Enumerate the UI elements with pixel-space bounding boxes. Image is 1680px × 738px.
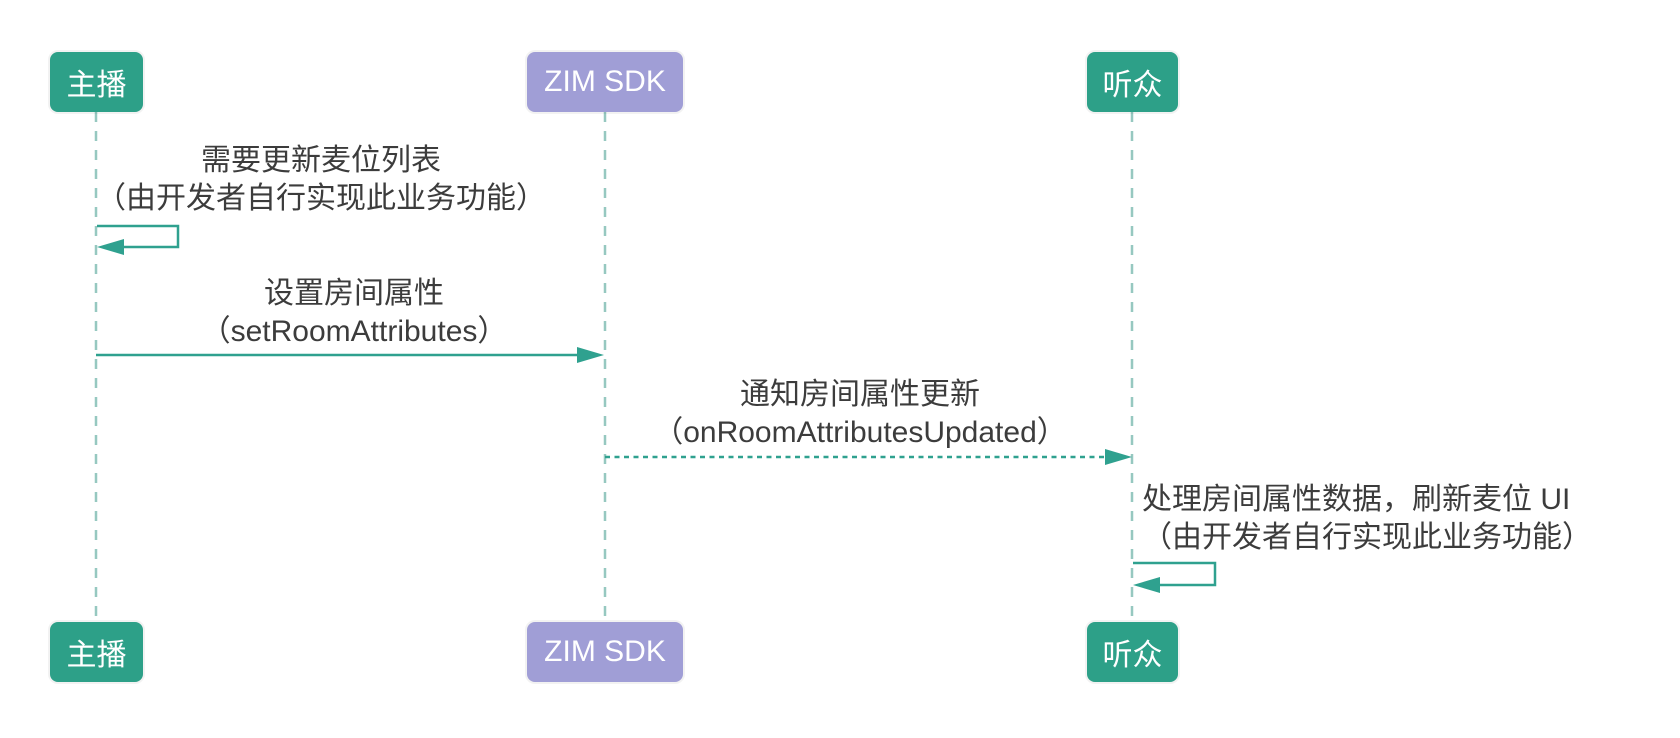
message-line: 通知房间属性更新 [740,378,980,411]
actor-box-audience-bottom: 听众 [1087,622,1178,682]
self-message-arrow-audience [1133,561,1217,593]
actor-label-zim-sdk: ZIM SDK [544,65,666,98]
arrowhead-right-icon [1105,449,1132,465]
solid-message-arrow [96,347,604,363]
message-label-update-seat-list: 需要更新麦位列表 （由开发者自行实现此业务功能） [41,142,601,218]
message-line: 设置房间属性 [264,277,444,310]
actor-label-audience: 听众 [1102,639,1163,672]
actor-box-host-bottom: 主播 [50,622,143,682]
message-line: （onRoomAttributesUpdated） [653,416,1067,449]
actor-box-zim-sdk-top: ZIM SDK [527,52,683,112]
message-line: （setRoomAttributes） [200,315,508,348]
actor-label-zim-sdk: ZIM SDK [544,635,666,668]
message-line: 处理房间属性数据，刷新麦位 UI [1142,483,1571,516]
actor-box-zim-sdk-bottom: ZIM SDK [527,622,683,682]
self-message-arrow-host [97,224,180,255]
actor-box-audience-top: 听众 [1087,52,1178,112]
actor-box-host-top: 主播 [50,52,143,112]
message-line: 需要更新麦位列表 [201,144,441,177]
message-label-set-room-attributes: 设置房间属性 （setRoomAttributes） [74,275,634,351]
message-line: （由开发者自行实现此业务功能） [96,182,546,215]
actor-label-audience: 听众 [1102,69,1163,102]
message-label-on-room-attributes-updated: 通知房间属性更新 （onRoomAttributesUpdated） [580,376,1140,452]
actor-label-host: 主播 [66,639,127,672]
actor-label-host: 主播 [66,69,127,102]
dashed-message-arrow [605,449,1132,465]
message-label-refresh-seat-ui: 处理房间属性数据，刷新麦位 UI （由开发者自行实现此业务功能） [1142,481,1680,557]
arrowhead-left-icon [1133,577,1160,593]
arrowhead-right-icon [577,347,604,363]
arrowhead-left-icon [97,239,124,255]
message-line: （由开发者自行实现此业务功能） [1142,521,1592,554]
